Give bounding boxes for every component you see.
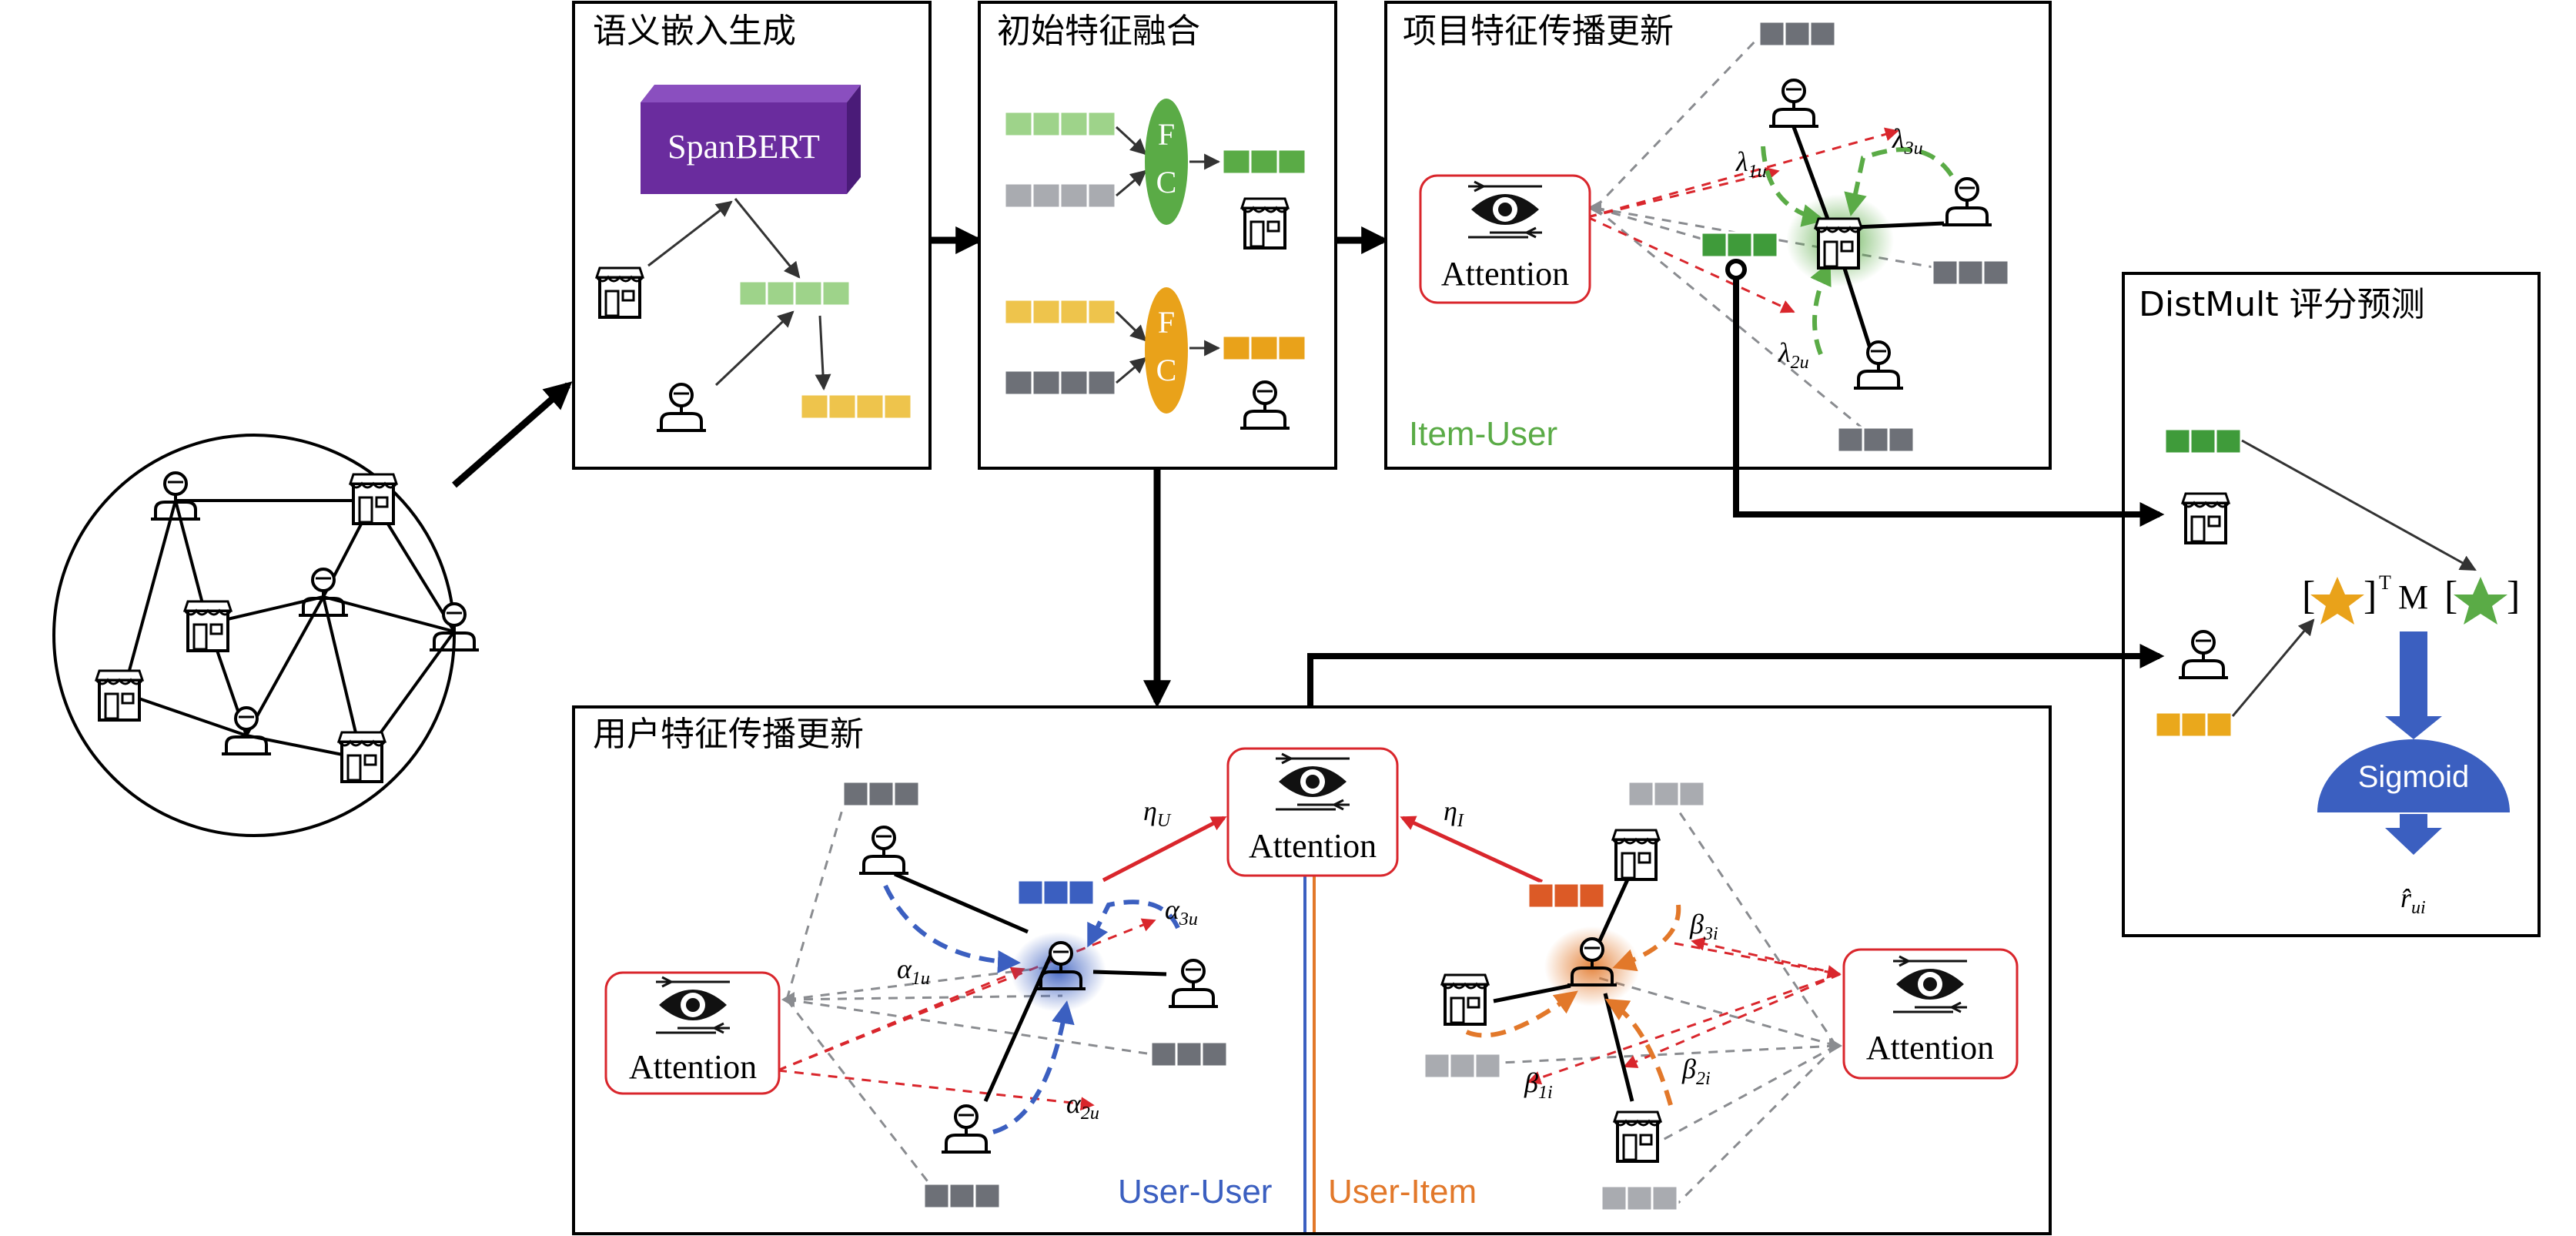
panel-title: 初始特征融合 bbox=[997, 12, 1200, 51]
user-propagation-panel: 用户特征传播更新 bbox=[572, 705, 2052, 1235]
svg-text:F: F bbox=[1158, 305, 1175, 340]
attention-label: Attention bbox=[1441, 255, 1569, 293]
panel-title: DistMult 评分预测 bbox=[2139, 285, 2425, 324]
panel-title: 语义嵌入生成 bbox=[593, 12, 796, 51]
distmult-panel: DistMult 评分预测 [ ] T M [ ] Sigmoid r̂ui bbox=[2122, 272, 2541, 937]
user-text-embedding bbox=[799, 393, 913, 420]
svg-text:Attention: Attention bbox=[629, 1048, 757, 1086]
store-icon bbox=[1611, 829, 1661, 881]
svg-text:Attention: Attention bbox=[1866, 1029, 1994, 1067]
store-icon bbox=[337, 731, 386, 783]
relation-label: User-Item bbox=[1328, 1173, 1477, 1211]
input-graph bbox=[52, 434, 480, 837]
store-icon bbox=[1613, 1110, 1662, 1163]
graph-to-semantic-arrow bbox=[452, 381, 573, 488]
feature-fusion-panel: 初始特征融合 F C F C bbox=[978, 1, 1337, 470]
store-icon bbox=[1814, 217, 1863, 270]
store-icon bbox=[595, 266, 644, 319]
sigmoid-label: Sigmoid bbox=[2358, 760, 2470, 794]
svg-text:T: T bbox=[2379, 571, 2391, 594]
item-propagation-panel: 项目特征传播更新 bbox=[1384, 1, 2052, 470]
store-icon bbox=[1440, 973, 1490, 1026]
semantic-embedding-panel: 语义嵌入生成 SpanBERT bbox=[572, 1, 932, 470]
svg-text:Attention: Attention bbox=[1249, 827, 1377, 865]
fc-label: F bbox=[1158, 117, 1175, 152]
attention-box bbox=[1842, 948, 2019, 1080]
store-icon bbox=[349, 473, 398, 525]
attention-box bbox=[1226, 747, 1399, 877]
spanbert-label: SpanBERT bbox=[667, 128, 820, 166]
sigmoid-icon bbox=[2317, 739, 2510, 812]
panel-title: 用户特征传播更新 bbox=[593, 715, 864, 754]
store-icon bbox=[183, 600, 233, 652]
star-icon bbox=[2310, 577, 2364, 625]
attention-box bbox=[1419, 174, 1591, 304]
svg-text:[: [ bbox=[2302, 574, 2315, 618]
svg-text:β3i: β3i bbox=[1689, 909, 1718, 944]
store-icon bbox=[1240, 197, 1290, 250]
star-icon bbox=[2454, 577, 2507, 625]
fc-label: C bbox=[1156, 165, 1177, 199]
svg-text:ηI: ηI bbox=[1444, 796, 1464, 831]
panel-title: 项目特征传播更新 bbox=[1403, 12, 1674, 51]
store-icon bbox=[95, 669, 144, 722]
svg-text:]: ] bbox=[2507, 574, 2520, 618]
relation-label: Item-User bbox=[1409, 415, 1557, 453]
relation-label: User-User bbox=[1118, 1173, 1272, 1211]
store-icon bbox=[2181, 492, 2230, 544]
svg-text:C: C bbox=[1156, 353, 1177, 387]
svg-text:M: M bbox=[2398, 578, 2428, 616]
svg-text:]: ] bbox=[2364, 574, 2377, 618]
svg-text:[: [ bbox=[2444, 574, 2457, 618]
item-text-embedding bbox=[738, 280, 851, 307]
